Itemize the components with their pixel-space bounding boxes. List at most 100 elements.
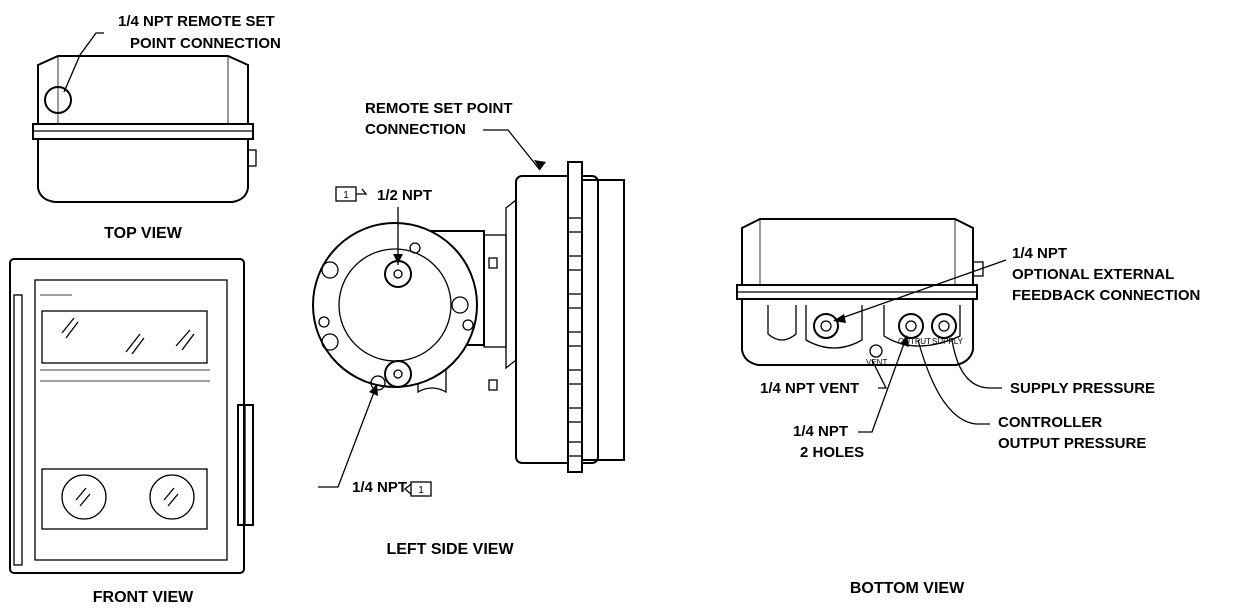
top-view-hinge: [247, 149, 257, 167]
output-port-label: OUTPUT: [898, 337, 931, 346]
side-head-screw: [462, 319, 474, 331]
holes-arrow: [900, 335, 909, 347]
bottom-boss: [767, 305, 797, 341]
controller-leader: [917, 339, 990, 425]
side-case-cover: [582, 179, 625, 461]
note-flag-bottom-number: 1: [418, 485, 424, 496]
half-npt-label: 1/2 NPT: [377, 187, 432, 204]
holes-label-line1: 1/4 NPT: [793, 423, 848, 440]
side-head-screw: [318, 316, 330, 328]
gauge-right-glare: [163, 487, 179, 507]
note-flag-top-arrow: [356, 188, 368, 195]
holes-label-line2: 2 HOLES: [800, 444, 864, 461]
bottom-boss: [883, 305, 961, 347]
side-clip: [488, 379, 498, 391]
supply-label: SUPPLY PRESSURE: [1010, 380, 1155, 397]
gauge-left: [61, 474, 107, 520]
supply-port-label: SUPPLY: [932, 337, 964, 346]
case-rib: [567, 407, 583, 423]
holes-leader: [858, 337, 907, 433]
half-npt-arrow: [393, 254, 403, 264]
front-view-face: [34, 279, 228, 561]
supply-port-center: [938, 320, 950, 332]
side-pipe: [417, 345, 447, 394]
feedback-label-line2: OPTIONAL EXTERNAL: [1012, 266, 1174, 283]
case-rib: [567, 369, 583, 385]
vent-label: 1/4 NPT VENT: [760, 380, 859, 397]
supply-leader: [951, 339, 1002, 389]
side-head-bolt: [409, 242, 421, 254]
quarter-npt-port-center: [393, 369, 403, 379]
front-view: FRONT VIEW: [9, 258, 254, 606]
note-flag-bottom: [410, 481, 432, 497]
feedback-label-line3: FEEDBACK CONNECTION: [1012, 287, 1200, 304]
side-remote-label-line2: CONNECTION: [365, 121, 466, 138]
glare-mark: [61, 317, 79, 339]
quarter-npt-port: [384, 360, 412, 388]
case-rib: [567, 255, 583, 271]
case-rib: [567, 217, 583, 233]
gauge-left-glare: [75, 487, 91, 507]
feedback-label-line1: 1/4 NPT: [1012, 245, 1067, 262]
output-port: [898, 313, 924, 339]
top-remote-label-line2: POINT CONNECTION: [130, 35, 281, 52]
note-flag-top-number: 1: [343, 190, 349, 201]
side-remote-arrow: [534, 160, 546, 170]
bottom-view-title: BOTTOM VIEW: [850, 580, 965, 597]
bottom-view: VENT OUTPUT SUPPLY 1/4 NPT OPTIONAL EXTE…: [736, 218, 1200, 597]
vent-port-label: VENT: [866, 358, 887, 367]
half-npt-port-center: [393, 269, 403, 279]
side-head-bolt: [451, 296, 469, 314]
top-view-lid: [37, 55, 249, 125]
quarter-npt-arrow: [369, 384, 378, 396]
controller-label-line2: OUTPUT PRESSURE: [998, 435, 1146, 452]
side-head-bolt: [370, 375, 386, 391]
glare-mark: [125, 333, 145, 355]
gauge-right: [149, 474, 195, 520]
side-remote-label-line1: REMOTE SET POINT: [365, 100, 513, 117]
side-head-bolt: [321, 261, 339, 279]
quarter-npt-label: 1/4 NPT: [352, 479, 407, 496]
top-remote-label-line1: 1/4 NPT REMOTE SET: [118, 13, 275, 30]
side-housing-neck: [483, 234, 507, 348]
side-mount-bracket: [505, 198, 517, 370]
glare-mark: [175, 329, 195, 351]
front-view-enclosure: [9, 258, 245, 574]
gauge-panel: [41, 468, 208, 530]
top-view-body: [37, 139, 249, 203]
bottom-view-hinge: [972, 261, 984, 277]
vent-port: [869, 344, 883, 358]
case-rib: [567, 441, 583, 457]
output-port-center: [905, 320, 917, 332]
front-view-title: FRONT VIEW: [93, 589, 194, 605]
controller-label-line1: CONTROLLER: [998, 414, 1102, 431]
quarter-npt-leader: [318, 386, 377, 488]
vent-leader: [871, 359, 888, 389]
side-remote-leader: [483, 129, 541, 171]
case-rib: [567, 293, 583, 309]
top-view-title: TOP VIEW: [104, 225, 183, 242]
case-rib: [567, 331, 583, 347]
front-view-left-rail: [13, 294, 23, 566]
bottom-view-body: [741, 299, 974, 366]
side-case: [515, 175, 599, 464]
left-side-view-title: LEFT SIDE VIEW: [386, 541, 514, 558]
note-flag-bottom-arrow: [403, 483, 412, 495]
feedback-port: [813, 313, 839, 339]
remote-set-point-port: [44, 86, 72, 114]
side-head-bolt: [321, 333, 339, 351]
feedback-port-center: [820, 320, 832, 332]
supply-port: [931, 313, 957, 339]
feedback-leader: [835, 259, 1007, 321]
top-view: 1/4 NPT REMOTE SET POINT CONNECTION TOP …: [32, 13, 281, 242]
side-clip: [488, 257, 498, 269]
bottom-boss: [805, 305, 863, 349]
bottom-view-lid: [741, 218, 974, 286]
left-side-view: REMOTE SET POINT CONNECTION 1 1/2 NPT 1/…: [312, 100, 625, 558]
feedback-arrow: [833, 314, 846, 323]
top-remote-leader: [63, 32, 104, 93]
side-case-flange: [567, 161, 583, 473]
display-window: [41, 310, 208, 364]
